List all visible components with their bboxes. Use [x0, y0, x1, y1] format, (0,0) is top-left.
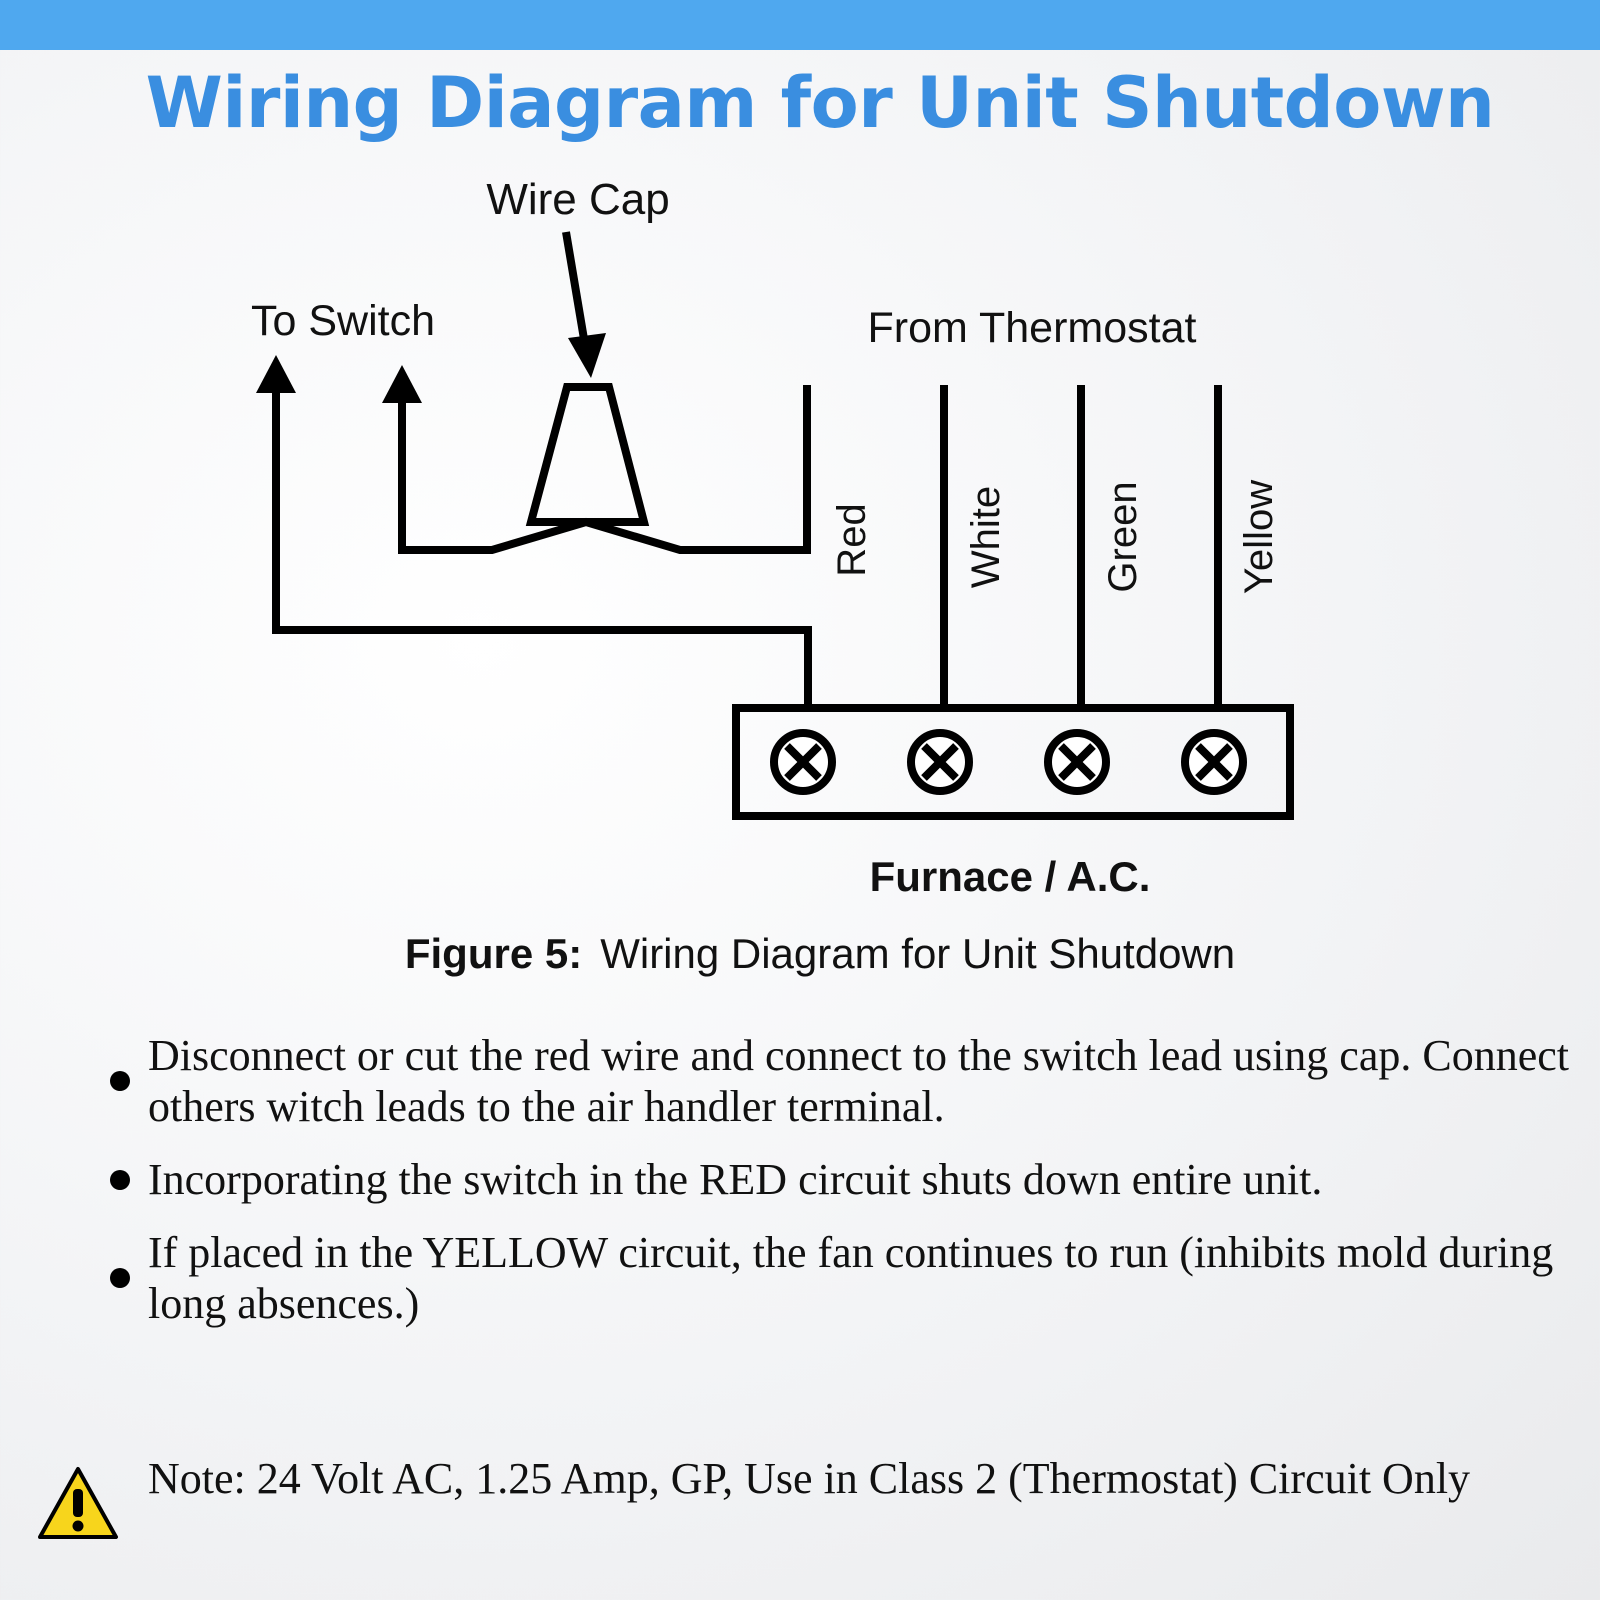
wire-label-red: Red	[830, 503, 874, 576]
bullet-icon	[110, 1169, 130, 1190]
list-item: If placed in the YELLOW circuit, the fan…	[100, 1227, 1580, 1329]
figure-number: Figure 5:	[404, 930, 583, 977]
terminal-screw-icon	[770, 729, 836, 795]
figure-caption: Figure 5: Wiring Diagram for Unit Shutdow…	[0, 930, 1600, 978]
up-arrow-icon	[382, 365, 422, 403]
list-item-text: If placed in the YELLOW circuit, the fan…	[148, 1228, 1554, 1328]
bullet-icon	[110, 1071, 130, 1091]
note-text: Note: 24 Volt AC, 1.25 Amp, GP, Use in C…	[148, 1454, 1471, 1503]
unit-label: Furnace / A.C.	[870, 853, 1151, 900]
list-item: Disconnect or cut the red wire and conne…	[100, 1030, 1580, 1132]
list-item-text: Incorporating the switch in the RED circ…	[148, 1155, 1323, 1204]
wire-label-green: Green	[1101, 481, 1145, 592]
figure-caption-text: Wiring Diagram for Unit Shutdown	[600, 930, 1236, 977]
wire-cap-pointer	[562, 231, 589, 346]
wire-label-white: White	[964, 486, 1008, 588]
terminal-block	[732, 704, 1294, 820]
terminal-screw-icon	[907, 729, 973, 795]
bullet-icon	[110, 1268, 130, 1288]
to-switch-label: To Switch	[251, 297, 435, 345]
terminal-screw-icon	[1181, 729, 1247, 795]
terminal-screw-icon	[1044, 729, 1110, 795]
instruction-list: Disconnect or cut the red wire and conne…	[100, 1030, 1580, 1351]
down-arrow-icon	[568, 333, 606, 378]
from-thermostat-label: From Thermostat	[868, 304, 1197, 352]
switch-lead-long	[272, 385, 812, 710]
list-item-text: Disconnect or cut the red wire and conne…	[148, 1031, 1569, 1131]
up-arrow-icon	[256, 355, 296, 393]
list-item: Incorporating the switch in the RED circ…	[100, 1154, 1580, 1205]
warning-triangle-icon	[38, 1467, 118, 1539]
top-bar	[0, 0, 1600, 50]
terminals	[770, 729, 1247, 795]
wiring-diagram: Wire Cap To Switch From Thermostat Red W…	[251, 175, 1294, 900]
page-title: Wiring Diagram for Unit Shutdown	[145, 62, 1495, 144]
wire-cap-icon	[525, 383, 650, 526]
wire-label-yellow: Yellow	[1237, 480, 1281, 594]
wire-cap-label: Wire Cap	[486, 175, 669, 224]
